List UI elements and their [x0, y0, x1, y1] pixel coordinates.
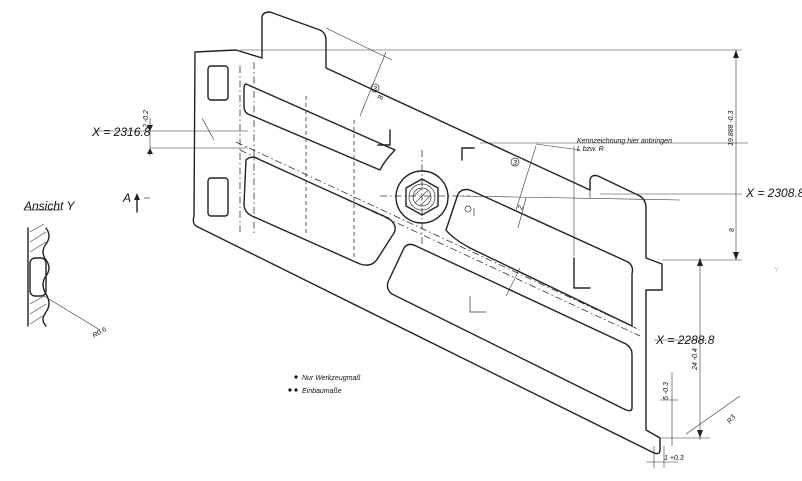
dim-1: 1 +0.3: [664, 455, 684, 462]
dim-8-right: 8: [729, 228, 736, 232]
marking-letter-shape: [573, 257, 591, 289]
arrowheads: [147, 50, 739, 438]
balloon-3b: 3: [513, 160, 517, 167]
small-y-mark: Y: [774, 267, 780, 274]
view-y-detail: [24, 209, 101, 331]
dim-x-2316: X = 2316.8: [91, 125, 151, 139]
dim-x-2288: X = 2288.8: [655, 333, 715, 347]
legend-stars: [288, 375, 298, 392]
dim-r06: R0.6: [92, 326, 108, 340]
legend-install: Einbaumaße: [302, 388, 342, 395]
dimension-lines: [95, 27, 748, 468]
dim-x-2308: X = 2308.8: [745, 186, 802, 200]
hex-nut: [395, 170, 449, 224]
dim-2: 2 -0.2: [143, 110, 150, 129]
view-title: Ansicht Y: [23, 199, 75, 213]
dim-r3: R3: [726, 414, 737, 425]
direction-label: A: [122, 191, 131, 205]
dim-24: 24 -0.4: [692, 348, 699, 371]
section-markers: [377, 129, 486, 313]
legend-tool: Nur Werkzeugmaß: [302, 375, 361, 382]
balloon-3a: 3: [373, 86, 377, 93]
dim-5: 5 -0.3: [663, 382, 670, 400]
dim-2-mid: 2: [517, 205, 525, 212]
inner-pockets: [243, 83, 634, 412]
dim-8-upper: 8: [377, 95, 385, 101]
view-arrow-a: [134, 193, 150, 213]
marking-note-line2: L bzw. R: [577, 146, 604, 153]
left-slots: [207, 65, 229, 217]
balloons: [370, 83, 520, 167]
center-lines: [235, 62, 641, 337]
small-hole: [464, 205, 472, 213]
marking-note-line1: Kennzeichnung hier anbringen: [577, 138, 672, 145]
part-outline: [192, 11, 663, 455]
dim-19888: 19.888 -0.3: [728, 110, 735, 146]
